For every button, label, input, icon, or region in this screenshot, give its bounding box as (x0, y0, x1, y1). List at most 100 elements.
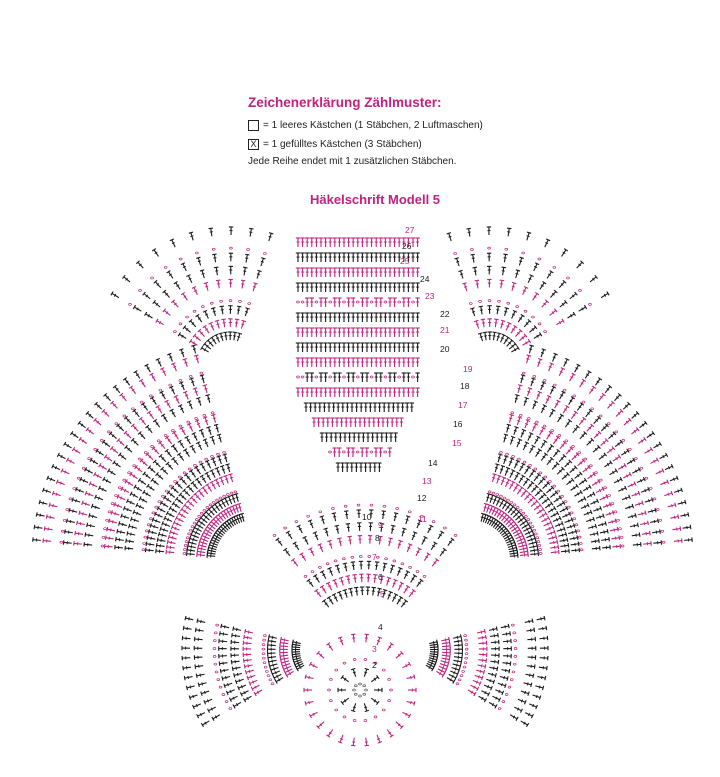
stitch-mark (94, 505, 97, 509)
stitch-mark (512, 309, 518, 313)
stitch-mark (506, 325, 510, 328)
stitch-mark (171, 430, 177, 435)
stitch-mark (319, 570, 325, 574)
stitch-mark (405, 518, 409, 521)
chain-dot (261, 652, 266, 656)
stitch-mark (573, 536, 575, 540)
stitch-mark (218, 503, 222, 507)
stitch-mark (186, 274, 191, 277)
stitch-mark (637, 467, 641, 472)
stitch-mark (77, 420, 81, 425)
stitch-mark (532, 545, 535, 549)
stitch-mark (560, 367, 565, 371)
chain-dot (572, 394, 576, 398)
stitch-mark (561, 466, 565, 471)
stitch-mark (268, 634, 271, 639)
stitch-mark (388, 645, 392, 649)
stitch-mark (103, 392, 108, 397)
stitch-mark (199, 515, 203, 520)
stitch-mark (515, 459, 521, 463)
chain-dot (510, 411, 515, 415)
stitch-mark (532, 532, 536, 537)
stitch-mark (203, 700, 207, 705)
stitch-mark (497, 633, 499, 638)
stitch-mark (412, 531, 418, 534)
chain-dot (343, 504, 348, 508)
stitch-mark (207, 463, 211, 466)
stitch-mark (560, 528, 562, 532)
chain-dot (68, 497, 73, 501)
stitch-mark (525, 477, 531, 481)
stitch-mark (459, 663, 462, 669)
stitch-mark (548, 365, 552, 368)
stitch-mark (191, 528, 195, 534)
stitch-mark (523, 721, 526, 725)
stitch-mark (651, 497, 654, 502)
stitch-mark (541, 675, 543, 680)
stitch-mark (628, 417, 632, 422)
stitch-mark (209, 480, 214, 484)
stitch-mark (647, 487, 650, 492)
stitch-mark (215, 427, 219, 430)
stitch-mark (199, 269, 205, 272)
stitch-mark (411, 588, 416, 593)
stitch-mark (173, 488, 177, 492)
stitch-mark (210, 707, 213, 711)
stitch-mark (130, 437, 135, 442)
stitch-mark (232, 508, 236, 511)
stitch-mark (543, 615, 546, 621)
stitch-mark (520, 466, 524, 469)
chain-dot (131, 407, 135, 411)
stitch-mark (495, 626, 498, 631)
stitch-mark (521, 336, 525, 340)
stitch-mark (373, 573, 378, 576)
stitch-mark (405, 584, 411, 589)
stitch-mark (507, 623, 510, 629)
stitch-mark (550, 412, 554, 415)
stitch-mark (580, 260, 585, 265)
stitch-mark (579, 489, 583, 495)
stitch-mark (633, 413, 637, 417)
stitch-mark (325, 531, 329, 534)
stitch-mark (544, 518, 547, 522)
stitch-mark (475, 323, 479, 326)
stitch-mark (549, 520, 553, 525)
stitch-mark (178, 492, 183, 497)
stitch-mark (528, 277, 532, 280)
row-number: 26 (402, 241, 412, 251)
stitch-mark (158, 320, 162, 325)
stitch-mark (538, 358, 543, 361)
stitch-mark (272, 663, 274, 667)
stitch-mark (162, 308, 167, 313)
stitch-mark (519, 477, 523, 481)
stitch-mark (515, 475, 519, 478)
stitch-mark (529, 673, 531, 677)
stitch-mark (148, 455, 152, 459)
stitch-mark (63, 441, 67, 446)
stitch-mark (480, 318, 486, 321)
stitch-mark (536, 543, 539, 549)
chain-dot (59, 540, 64, 544)
stitch-mark (329, 599, 333, 602)
stitch-mark (197, 682, 200, 688)
stitch-mark (519, 256, 524, 259)
stitch-mark (225, 463, 230, 466)
stitch-mark (510, 472, 514, 475)
stitch-mark (65, 518, 68, 524)
stitch-mark (551, 292, 555, 296)
chain-dot (524, 515, 528, 518)
stitch-mark (208, 321, 213, 325)
stitch-mark (433, 541, 438, 545)
chain-dot (182, 471, 187, 475)
stitch-mark (182, 390, 188, 394)
stitch-mark (267, 638, 270, 643)
stitch-mark (345, 522, 351, 525)
stitch-mark (194, 522, 199, 527)
stitch-mark (133, 370, 138, 374)
stitch-mark (596, 380, 600, 384)
stitch-mark (628, 505, 631, 509)
chain-dot (487, 299, 492, 302)
stitch-mark (491, 703, 495, 707)
chain-dot (422, 575, 427, 578)
chain-dot (262, 638, 266, 642)
